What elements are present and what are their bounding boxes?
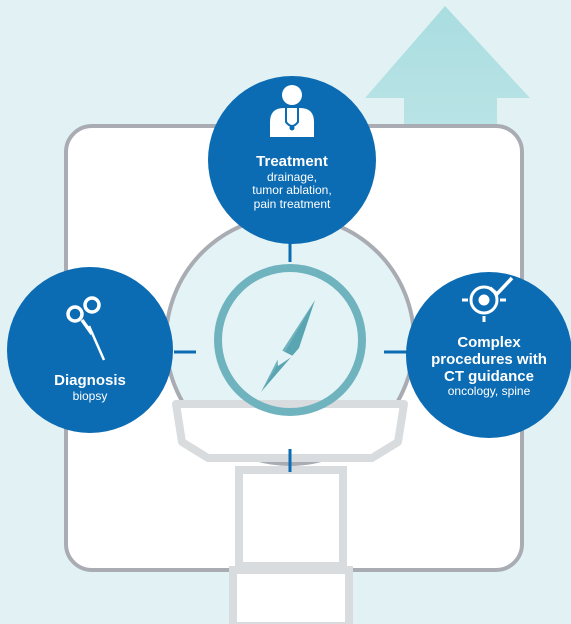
treatment-node bbox=[208, 76, 376, 244]
treatment-sub-line1: drainage, bbox=[266, 169, 318, 184]
doctor-icon bbox=[270, 85, 314, 137]
diagnosis-label: Diagnosis biopsy bbox=[30, 372, 150, 403]
complex-title-line2: procedures with bbox=[431, 350, 547, 368]
complex-title-line1: Complex bbox=[457, 334, 521, 351]
complex-sub: oncology, spine bbox=[447, 384, 531, 399]
treatment-title: Treatment bbox=[256, 153, 328, 170]
treatment-sub-line2: tumor ablation, bbox=[252, 183, 332, 198]
patient-table bbox=[172, 400, 408, 462]
target-check-icon bbox=[462, 276, 514, 322]
table-base bbox=[229, 566, 353, 624]
treatment-label: Treatment drainage, tumor ablation, pain… bbox=[222, 153, 362, 211]
biopsy-needle-icon bbox=[66, 296, 106, 361]
complex-node bbox=[406, 272, 571, 438]
complex-title-line3: CT guidance bbox=[443, 367, 534, 385]
compass-icon bbox=[214, 264, 366, 416]
diagnosis-title: Diagnosis bbox=[54, 372, 126, 389]
complex-label: Complex procedures with CT guidance onco… bbox=[419, 334, 559, 399]
diagnosis-node bbox=[7, 267, 173, 433]
diagnosis-sub: biopsy bbox=[72, 388, 108, 403]
treatment-sub-line3: pain treatment bbox=[253, 196, 331, 211]
